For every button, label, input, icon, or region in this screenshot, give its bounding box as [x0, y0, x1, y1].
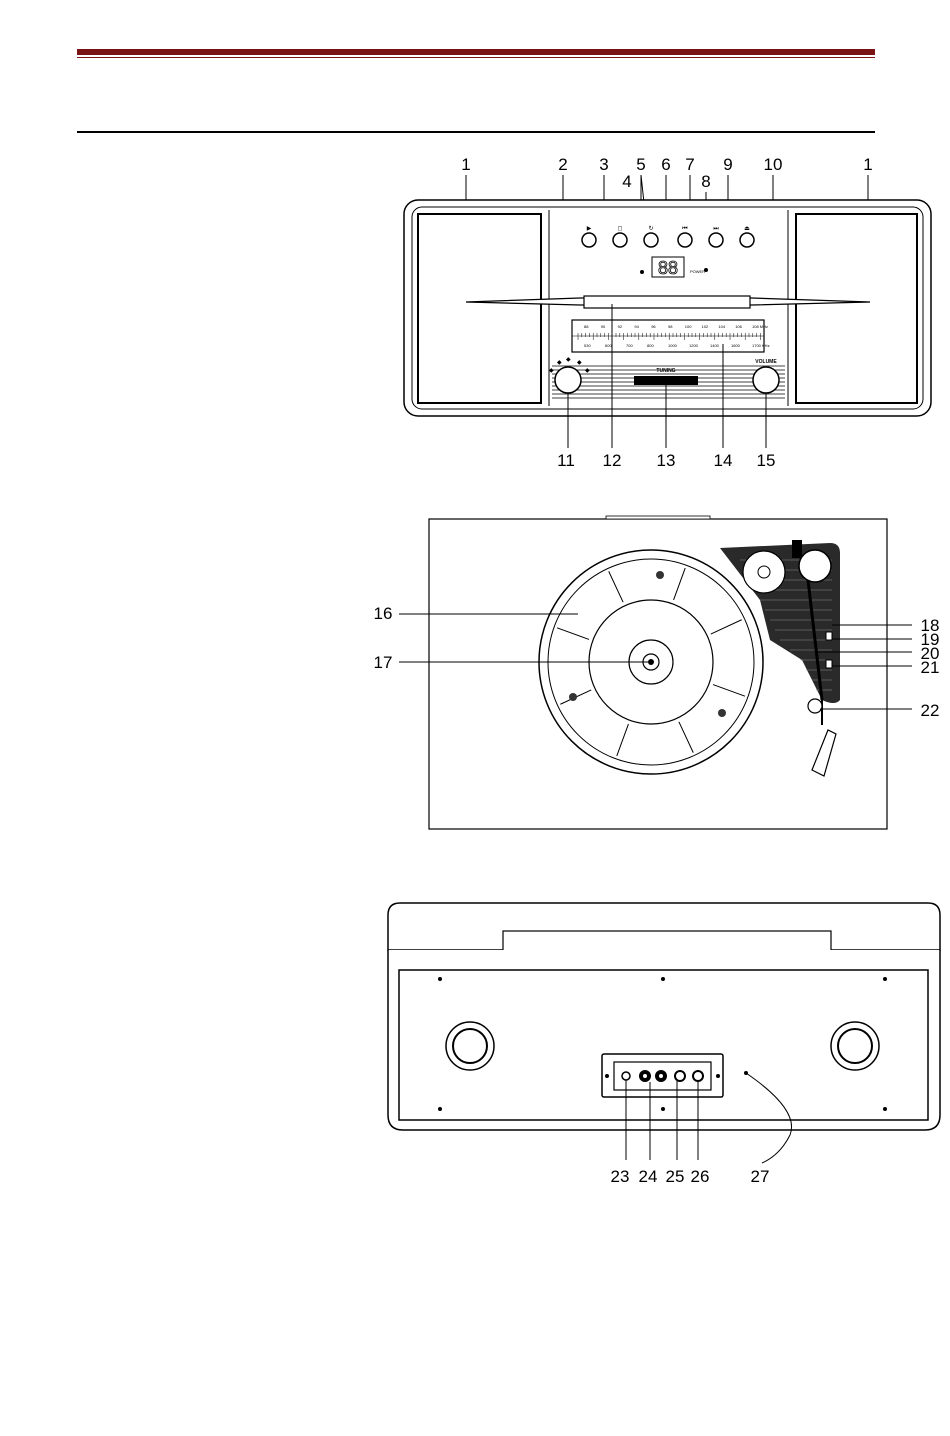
headphone-jack — [693, 1071, 703, 1081]
am-scale-label: 600 — [605, 343, 612, 348]
svg-text:◆: ◆ — [585, 368, 590, 374]
callout-17: 17 — [374, 653, 393, 672]
tuning-label: TUNING — [656, 368, 675, 374]
am-scale-label: 800 — [647, 343, 654, 348]
fm-scale-label: 90 — [601, 324, 606, 329]
fm-scale-label: 106 — [735, 324, 742, 329]
tuning-wheel — [634, 376, 698, 385]
callout-14: 14 — [714, 451, 733, 470]
callout-3: 3 — [599, 155, 608, 174]
callout-5: 5 — [636, 155, 645, 174]
am-scale-label: 700 — [626, 343, 633, 348]
lid-hinge-strip — [503, 931, 831, 952]
am-scale-label: 1200 — [689, 343, 699, 348]
fm-scale-label: 108 MHz — [752, 324, 768, 329]
callout-1-left: 1 — [461, 155, 470, 174]
display-digits: 88 — [658, 258, 678, 278]
fm-scale-label: 94 — [634, 324, 639, 329]
callout-25: 25 — [666, 1167, 685, 1186]
callout-10: 10 — [764, 155, 783, 174]
am-scale-label: 530 — [584, 343, 591, 348]
arm-rest — [808, 699, 822, 713]
callout-23: 23 — [611, 1167, 630, 1186]
antenna-jack — [622, 1072, 630, 1080]
front-panel-diagram: 1 2 3 4 5 6 7 8 9 10 1 — [0, 0, 950, 480]
fm-scale-label: 88 — [584, 324, 589, 329]
callout-7: 7 — [685, 155, 694, 174]
turntable-diagram: 16 17 18 19 20 21 22 — [0, 500, 950, 850]
function-knob — [555, 367, 581, 393]
am-scale-label: 1000 — [668, 343, 678, 348]
svg-text:⏏: ⏏ — [744, 226, 750, 232]
volume-label: VOLUME — [755, 359, 777, 365]
am-scale-label: 1600 — [731, 343, 741, 348]
callout-24: 24 — [639, 1167, 658, 1186]
power-label: POWER — [690, 269, 705, 274]
svg-text:◆: ◆ — [577, 360, 582, 366]
svg-text:◆: ◆ — [566, 357, 571, 363]
callout-26: 26 — [691, 1167, 710, 1186]
fm-scale-label: 100 — [685, 324, 692, 329]
callout-2: 2 — [558, 155, 567, 174]
callout-13: 13 — [657, 451, 676, 470]
volume-knob — [753, 367, 779, 393]
am-scale-label: 1700 KHz — [752, 343, 770, 348]
callout-8: 8 — [701, 172, 710, 191]
aux-in-jack — [675, 1071, 685, 1081]
counterweight — [792, 540, 802, 558]
am-scale-label: 1400 — [710, 343, 720, 348]
callout-27: 27 — [751, 1167, 770, 1186]
svg-text:◆: ◆ — [557, 360, 562, 366]
fm-scale-label: 102 — [702, 324, 709, 329]
fm-scale-label: 92 — [618, 324, 623, 329]
right-speaker-grille — [796, 214, 917, 403]
callout-1-right: 1 — [863, 155, 872, 174]
callout-9: 9 — [723, 155, 732, 174]
callout-12: 12 — [603, 451, 622, 470]
svg-text:▶: ▶ — [587, 226, 592, 232]
rear-panel-diagram: 23 24 25 26 27 — [0, 890, 950, 1200]
callout-16: 16 — [374, 604, 393, 623]
svg-text:⏭: ⏭ — [713, 226, 719, 232]
svg-text:◆: ◆ — [549, 368, 554, 374]
svg-text:⏮: ⏮ — [682, 226, 688, 232]
remote-sensor — [640, 270, 644, 274]
fm-scale-label: 98 — [668, 324, 673, 329]
callout-11: 11 — [557, 451, 575, 470]
fm-scale-label: 104 — [718, 324, 725, 329]
fm-scale-label: 96 — [651, 324, 656, 329]
callout-21: 21 — [921, 658, 940, 677]
callout-15: 15 — [757, 451, 776, 470]
callout-6: 6 — [661, 155, 670, 174]
left-speaker-grille — [418, 214, 541, 403]
svg-text:◻: ◻ — [618, 226, 623, 232]
callout-22: 22 — [921, 701, 940, 720]
callout-4: 4 — [622, 172, 631, 191]
svg-text:↻: ↻ — [648, 225, 653, 232]
